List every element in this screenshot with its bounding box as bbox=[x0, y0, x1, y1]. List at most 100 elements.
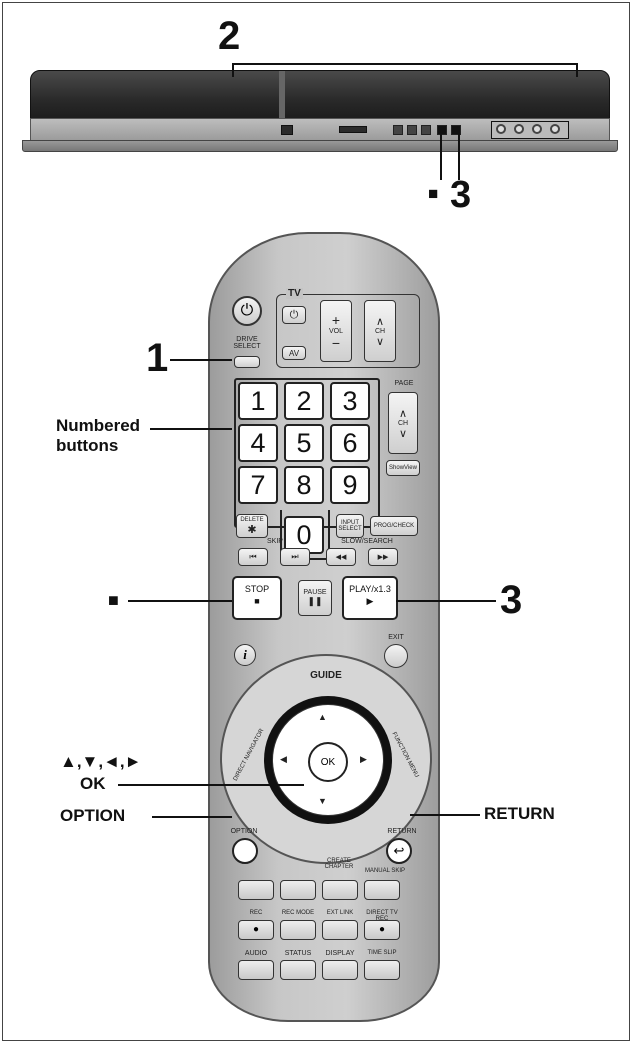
cursor-right-icon[interactable]: ▶ bbox=[360, 754, 367, 764]
drive-select-label: DRIVE SELECT bbox=[233, 336, 261, 350]
tv-label: TV bbox=[286, 288, 303, 299]
front-button-a[interactable] bbox=[393, 125, 403, 135]
stop-icon: ■ bbox=[254, 596, 260, 606]
ext-link-button[interactable] bbox=[322, 920, 358, 940]
ok-leader bbox=[118, 784, 304, 786]
prog-check-button[interactable]: PROG/CHECK bbox=[370, 516, 418, 536]
number-button-1[interactable]: 1 bbox=[238, 382, 278, 420]
tv-av-button[interactable]: AV bbox=[282, 346, 306, 360]
return-button[interactable]: ↩ bbox=[386, 838, 412, 864]
drive-select-button[interactable] bbox=[234, 356, 260, 368]
stop-callout: ■ bbox=[108, 590, 119, 610]
front-stop-button[interactable] bbox=[437, 125, 447, 135]
number-button-6[interactable]: 6 bbox=[330, 424, 370, 462]
front-button-c[interactable] bbox=[421, 125, 431, 135]
number-button-3[interactable]: 3 bbox=[330, 382, 370, 420]
time-slip-button[interactable] bbox=[364, 960, 400, 980]
exit-button[interactable] bbox=[384, 644, 408, 668]
prog-check-label: PROG/CHECK bbox=[373, 523, 415, 529]
pause-icon: ❚❚ bbox=[307, 596, 323, 606]
callout-2-bracket bbox=[232, 63, 578, 65]
audio-right-jack-icon bbox=[550, 124, 560, 134]
front-stop-callout: ■ bbox=[428, 184, 439, 203]
info-icon: i bbox=[243, 647, 247, 662]
page-ch-label: CH bbox=[397, 419, 409, 427]
option-leader bbox=[152, 816, 232, 818]
tv-av-label: AV bbox=[288, 348, 300, 358]
ok-button[interactable]: OK bbox=[308, 742, 348, 782]
status-button[interactable] bbox=[280, 960, 316, 980]
input-select-label: INPUT SELECT bbox=[338, 520, 362, 532]
return-arrow-icon: ↩ bbox=[393, 843, 405, 858]
page-down-icon: ∨ bbox=[398, 427, 408, 440]
showview-button[interactable]: ShowView bbox=[386, 460, 420, 476]
tv-volume-rocker[interactable]: + VOL − bbox=[320, 300, 352, 362]
number-button-2[interactable]: 2 bbox=[284, 382, 324, 420]
delete-button[interactable]: DELETE ✱ bbox=[236, 514, 268, 538]
tv-power-button[interactable]: ⏻ bbox=[282, 306, 306, 324]
number-button-7[interactable]: 7 bbox=[238, 466, 278, 504]
manual-skip-label: MANUAL SKIP bbox=[364, 868, 406, 874]
create-chapter-button[interactable] bbox=[322, 880, 358, 900]
display-button[interactable] bbox=[322, 960, 358, 980]
skip-previous-icon: ⏮ bbox=[249, 552, 257, 561]
create-chapter-label: CREATE CHAPTER bbox=[324, 858, 354, 870]
callout-3: 3 bbox=[500, 578, 523, 622]
volume-label: VOL bbox=[328, 327, 343, 335]
skip-previous-button[interactable]: ⏮ bbox=[238, 548, 268, 566]
front-play-button[interactable] bbox=[451, 125, 461, 135]
ok-label: OK bbox=[320, 756, 336, 768]
rec-button[interactable]: ● bbox=[238, 920, 274, 940]
rec-mode-button[interactable] bbox=[280, 920, 316, 940]
play-button[interactable]: PLAY/x1.3 ▶ bbox=[342, 576, 398, 620]
number-button-8[interactable]: 8 bbox=[284, 466, 324, 504]
page-rocker[interactable]: ∧ CH ∨ bbox=[388, 392, 418, 454]
info-button[interactable]: i bbox=[234, 644, 256, 666]
callout-2-bracket-left bbox=[232, 63, 234, 77]
option-button[interactable] bbox=[232, 838, 258, 864]
recorder-base bbox=[22, 140, 618, 152]
number-button-4[interactable]: 4 bbox=[238, 424, 278, 462]
ok-callout: OK bbox=[80, 774, 106, 793]
power-button[interactable]: ⏻ bbox=[232, 296, 262, 326]
av-input-panel bbox=[491, 121, 569, 139]
option-label: OPTION bbox=[230, 828, 258, 835]
return-leader bbox=[410, 814, 480, 816]
front-play-leader bbox=[458, 130, 460, 180]
number-button-0[interactable]: 0 bbox=[284, 516, 324, 554]
manual-skip-button[interactable] bbox=[364, 880, 400, 900]
fast-forward-button[interactable]: ▶▶ bbox=[368, 548, 398, 566]
cursor-down-icon[interactable]: ▼ bbox=[318, 796, 327, 806]
stop-button[interactable]: STOP ■ bbox=[232, 576, 282, 620]
slow-search-label: SLOW/SEARCH bbox=[341, 538, 393, 545]
dv-jack-icon bbox=[496, 124, 506, 134]
channel-down-icon: ∨ bbox=[375, 335, 385, 348]
direct-tv-rec-label: DIRECT TV REC bbox=[366, 910, 398, 922]
rewind-button[interactable]: ◀◀ bbox=[326, 548, 356, 566]
number-button-9[interactable]: 9 bbox=[330, 466, 370, 504]
pause-button[interactable]: PAUSE ❚❚ bbox=[298, 580, 332, 616]
tv-control-group bbox=[276, 294, 420, 368]
front-panel-slot bbox=[281, 125, 293, 135]
display-label: DISPLAY bbox=[325, 950, 355, 957]
stop-label: STOP bbox=[244, 584, 270, 594]
callout-3-leader bbox=[396, 600, 496, 602]
direct-tv-rec-button[interactable]: ● bbox=[364, 920, 400, 940]
cursor-left-icon[interactable]: ◀ bbox=[280, 754, 287, 764]
cursor-up-icon[interactable]: ▲ bbox=[318, 712, 327, 722]
skip-label: SKIP bbox=[267, 538, 283, 545]
input-select-button[interactable]: INPUT SELECT bbox=[336, 514, 364, 538]
tv-channel-rocker[interactable]: ∧ CH ∨ bbox=[364, 300, 396, 362]
color-button-red[interactable] bbox=[238, 880, 274, 900]
time-slip-label: TIME SLIP bbox=[367, 950, 397, 956]
direct-rec-dot-icon: ● bbox=[378, 924, 386, 935]
skip-next-button[interactable]: ⏭ bbox=[280, 548, 310, 566]
number-button-5[interactable]: 5 bbox=[284, 424, 324, 462]
color-button-green[interactable] bbox=[280, 880, 316, 900]
audio-button[interactable] bbox=[238, 960, 274, 980]
front-button-b[interactable] bbox=[407, 125, 417, 135]
ext-link-label: EXT LINK bbox=[326, 910, 354, 916]
guide-button[interactable]: GUIDE bbox=[310, 670, 342, 681]
numbered-buttons-leader bbox=[150, 428, 232, 430]
